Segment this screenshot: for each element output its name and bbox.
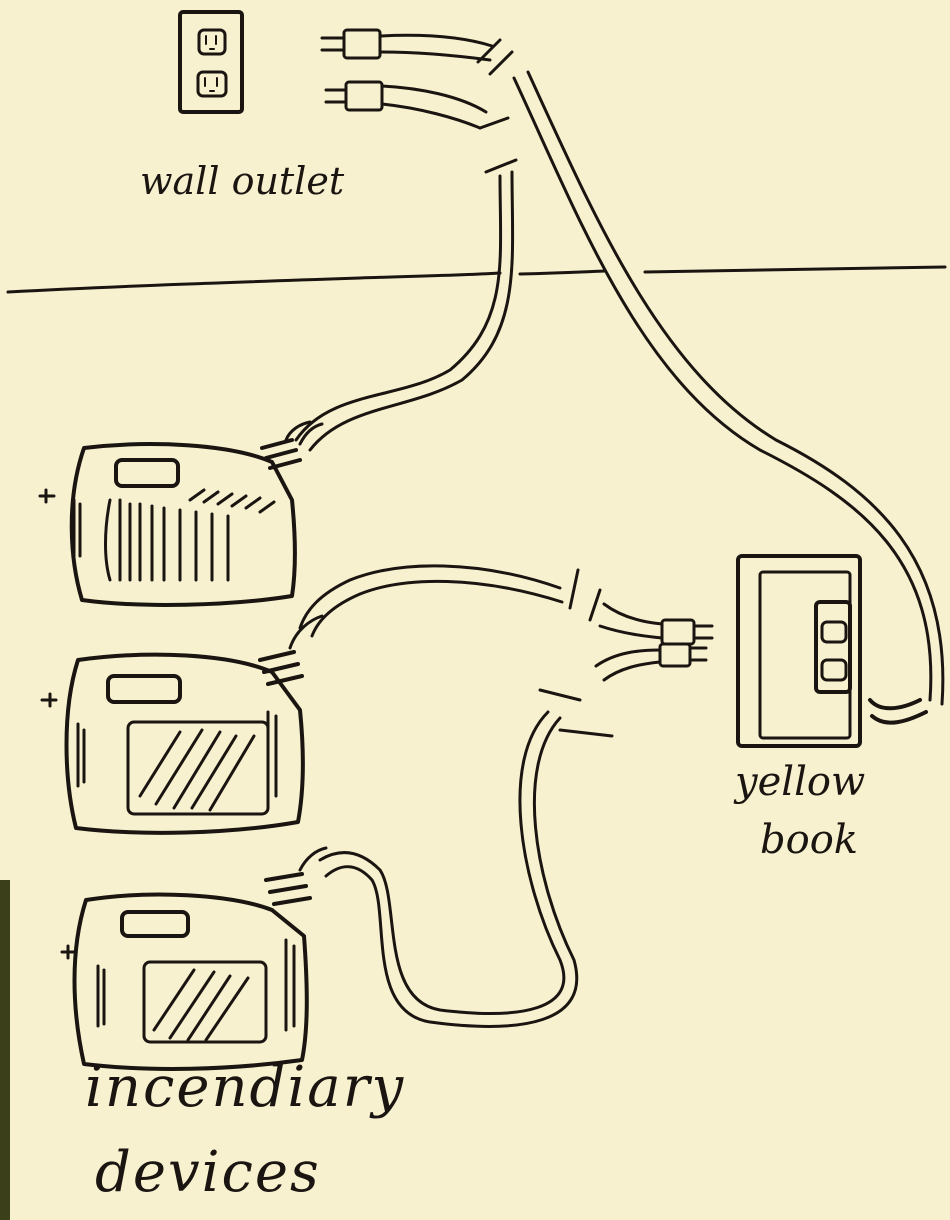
- wall-outlet: [180, 12, 242, 112]
- incendiary-device-1: [40, 422, 322, 605]
- incendiary-device-3: [62, 848, 326, 1069]
- label-incendiary: incendiary: [85, 1060, 405, 1116]
- label-devices: devices: [95, 1145, 321, 1201]
- label-wall-outlet: wall outlet: [140, 162, 344, 200]
- cord-book-to-device-2: [300, 566, 562, 636]
- label-book: book: [760, 820, 858, 860]
- cord-wall-to-book: [514, 72, 943, 704]
- floor-line: [8, 267, 945, 292]
- incendiary-device-2: [42, 616, 322, 833]
- book-plug-1: [600, 604, 712, 644]
- wall-plug-top: [322, 30, 492, 60]
- book-plug-2: [596, 644, 706, 680]
- yellow-book: [738, 556, 926, 746]
- wall-plug-bottom: [326, 82, 486, 128]
- label-yellow: yellow: [735, 762, 865, 802]
- cord-book-to-device-3: [320, 712, 577, 1026]
- cord-wall-to-device-1: [296, 172, 513, 450]
